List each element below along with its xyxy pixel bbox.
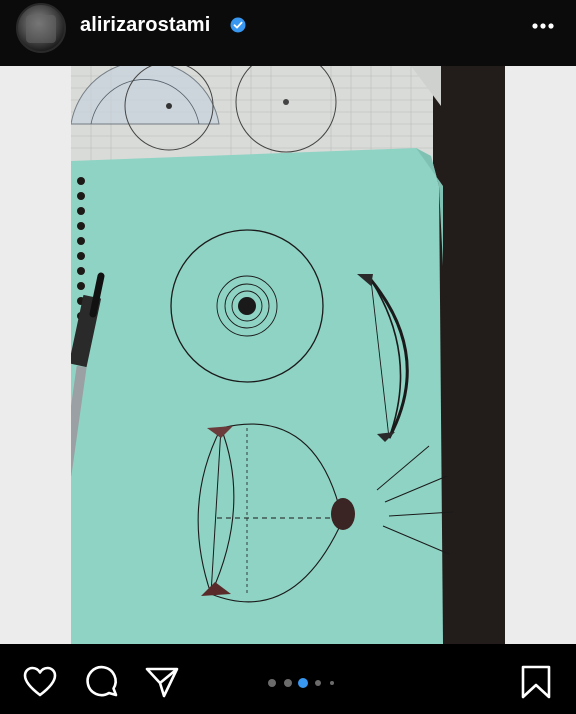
photo-drawing <box>71 66 505 644</box>
more-options-icon[interactable] <box>530 14 556 38</box>
heart-icon[interactable] <box>22 664 58 700</box>
action-bar <box>0 644 576 714</box>
carousel-dot <box>330 681 334 685</box>
verified-badge-icon <box>230 17 246 33</box>
carousel-dot-active <box>298 678 308 688</box>
post-photo[interactable] <box>71 66 505 644</box>
bookmark-icon[interactable] <box>518 664 554 700</box>
carousel-dot <box>284 679 292 687</box>
share-icon[interactable] <box>144 664 180 700</box>
avatar-photo-detail <box>26 15 56 43</box>
comment-icon[interactable] <box>84 664 120 700</box>
username[interactable]: alirizarostami <box>80 14 211 36</box>
carousel-dot <box>268 679 276 687</box>
post-media-area[interactable] <box>0 66 576 644</box>
post-header: alirizarostami <box>0 0 576 66</box>
profile-avatar[interactable] <box>16 3 66 53</box>
carousel-dot <box>315 680 321 686</box>
carousel-indicator <box>266 676 338 688</box>
